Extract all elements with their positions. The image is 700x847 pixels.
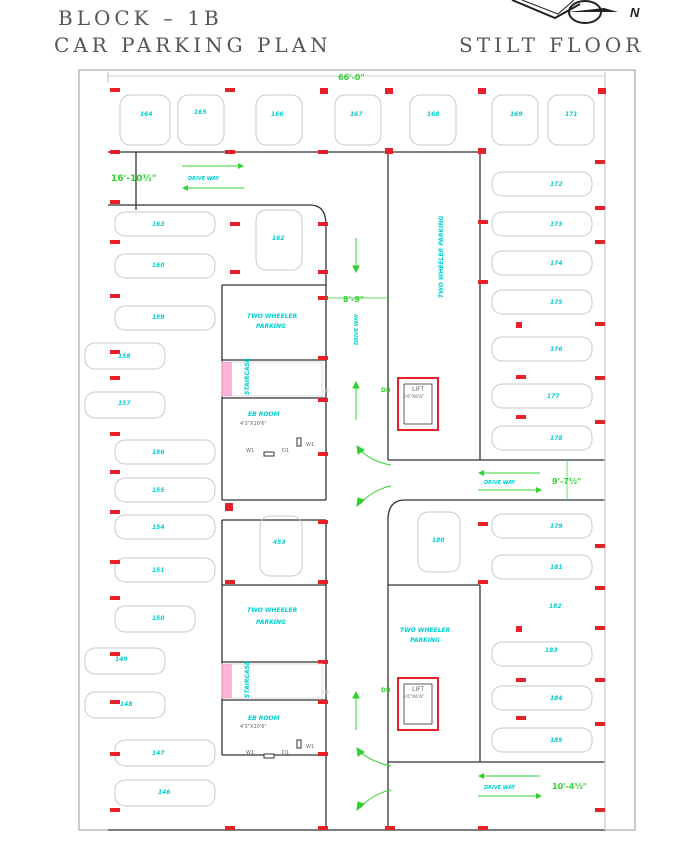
slot-label: 184	[550, 695, 563, 702]
left-drive-dim: 16'-10½"	[111, 173, 157, 184]
block-title: BLOCK – 1B	[58, 6, 223, 30]
eb-room-label: EB ROOM	[248, 715, 280, 722]
center-drive-dim: 8'-9"	[343, 295, 364, 304]
slot-label: 453	[273, 539, 286, 546]
drive-way-label: DRIVE WAY	[188, 176, 221, 182]
vertical-arrows	[352, 238, 392, 812]
left-slot-labels: 163 160 159 158 157 156 155 154 151 150 …	[115, 221, 171, 796]
lift-upper: LIFT 5'6"X6'6"	[397, 377, 439, 431]
staircase-upper: STAIRCASE UP	[221, 357, 331, 397]
up-label: UP	[323, 389, 331, 395]
north-label: N	[630, 5, 640, 20]
staircase-label: STAIRCASE	[244, 357, 251, 395]
center-slot-labels: 162 180 453	[272, 235, 445, 546]
d1-label: D1	[282, 448, 289, 454]
slot-label: 147	[152, 750, 165, 757]
staircase-label: STAIRCASE	[244, 660, 251, 698]
slot-label: 167	[350, 111, 363, 118]
slot-label: 157	[118, 400, 131, 407]
drive-way-vertical: DRIVE WAY	[354, 312, 360, 345]
eb-room-upper: EB ROOM 4'3"X10'6" W1 D1 W1	[240, 411, 314, 457]
slot-label: 155	[152, 487, 165, 494]
w1-label: W1	[306, 442, 314, 448]
w1-label: W1	[246, 750, 254, 756]
slot-label: 164	[140, 111, 153, 118]
slot-label: 179	[550, 523, 563, 530]
two-wheeler-label: TWO WHEELER	[400, 627, 451, 634]
slot-label: 166	[271, 111, 284, 118]
eb-room-dim: 4'3"X10'6"	[240, 421, 267, 427]
slot-label: 149	[115, 656, 128, 663]
slot-label: 183	[545, 647, 558, 654]
top-slot-labels: 164 165 166 167 168 169 171	[140, 109, 578, 118]
slot-label: 169	[510, 111, 523, 118]
eb-room-label: EB ROOM	[248, 411, 280, 418]
up-label: UP	[323, 690, 331, 696]
plan-title: CAR PARKING PLAN	[54, 33, 332, 57]
slot-label: 159	[152, 314, 165, 321]
slot-label: 175	[550, 299, 563, 306]
db-label: DB	[381, 687, 391, 694]
parking-label: PARKING	[256, 323, 286, 330]
slot-label: 160	[152, 262, 165, 269]
slot-label: 180	[432, 537, 445, 544]
drive-way-right-mid: DRIVE WAY	[478, 470, 542, 493]
w1-label: W1	[246, 448, 254, 454]
drive-way-left: DRIVE WAY	[182, 163, 244, 191]
slot-label: 181	[550, 564, 563, 571]
floor-title: STILT FLOOR	[459, 33, 645, 57]
parking-label: PARKING	[410, 637, 440, 644]
slot-label: 151	[152, 567, 165, 574]
slot-label: 156	[152, 449, 165, 456]
slot-label: 146	[158, 789, 171, 796]
two-wheeler-parking-vertical: TWO WHEELER PARKING	[438, 216, 445, 298]
slot-label: 148	[120, 701, 133, 708]
slot-label: 178	[550, 435, 563, 442]
slot-label: 158	[118, 353, 131, 360]
parking-label: PARKING	[256, 619, 286, 626]
lift-label: LIFT	[412, 386, 424, 393]
db-label: DB	[381, 387, 391, 394]
slot-label: 162	[272, 235, 285, 242]
slot-label: 168	[427, 111, 440, 118]
eb-room-lower: EB ROOM 4'3"X10'6" W1 D1 W1	[240, 715, 314, 759]
right-slot-labels: 172 173 174 175 176 177 178 179 181 182 …	[545, 181, 563, 744]
slot-label: 182	[549, 603, 562, 610]
staircase-lower: STAIRCASE UP	[221, 660, 331, 699]
drive-way-right-bottom: DRIVE WAY	[478, 773, 542, 799]
slot-label: 177	[547, 393, 560, 400]
slot-label: 173	[550, 221, 563, 228]
two-wheeler-label: TWO WHEELER	[247, 607, 298, 614]
lift-dim: 5'6"X6'6"	[403, 394, 424, 400]
drive-way-label: DRIVE WAY	[484, 785, 517, 791]
slot-label: 163	[152, 221, 165, 228]
w1-label: W1	[306, 744, 314, 750]
two-wheeler-label: TWO WHEELER	[247, 313, 298, 320]
columns	[110, 88, 606, 830]
slot-label: 150	[152, 615, 165, 622]
north-arrow-icon: N	[511, 0, 640, 24]
slot-label: 172	[550, 181, 563, 188]
slot-label: 176	[550, 346, 563, 353]
right-drive-bottom-dim: 10'-4½"	[552, 781, 587, 791]
slot-label: 174	[550, 260, 563, 267]
slot-label: 154	[152, 524, 165, 531]
drive-way-label: DRIVE WAY	[484, 480, 517, 486]
car-outlines	[84, 94, 595, 807]
lift-dim: 5'6"X6'6"	[403, 694, 424, 700]
lift-lower: LIFT 5'6"X6'6"	[397, 677, 439, 731]
eb-room-dim: 4'3"X10'6"	[240, 724, 267, 730]
d1-label: D1	[282, 750, 289, 756]
slot-label: 165	[194, 109, 207, 116]
lift-label: LIFT	[412, 686, 424, 693]
top-width-dim: 66'-0"	[338, 73, 365, 82]
slot-label: 185	[550, 737, 563, 744]
slot-label: 171	[565, 111, 578, 118]
